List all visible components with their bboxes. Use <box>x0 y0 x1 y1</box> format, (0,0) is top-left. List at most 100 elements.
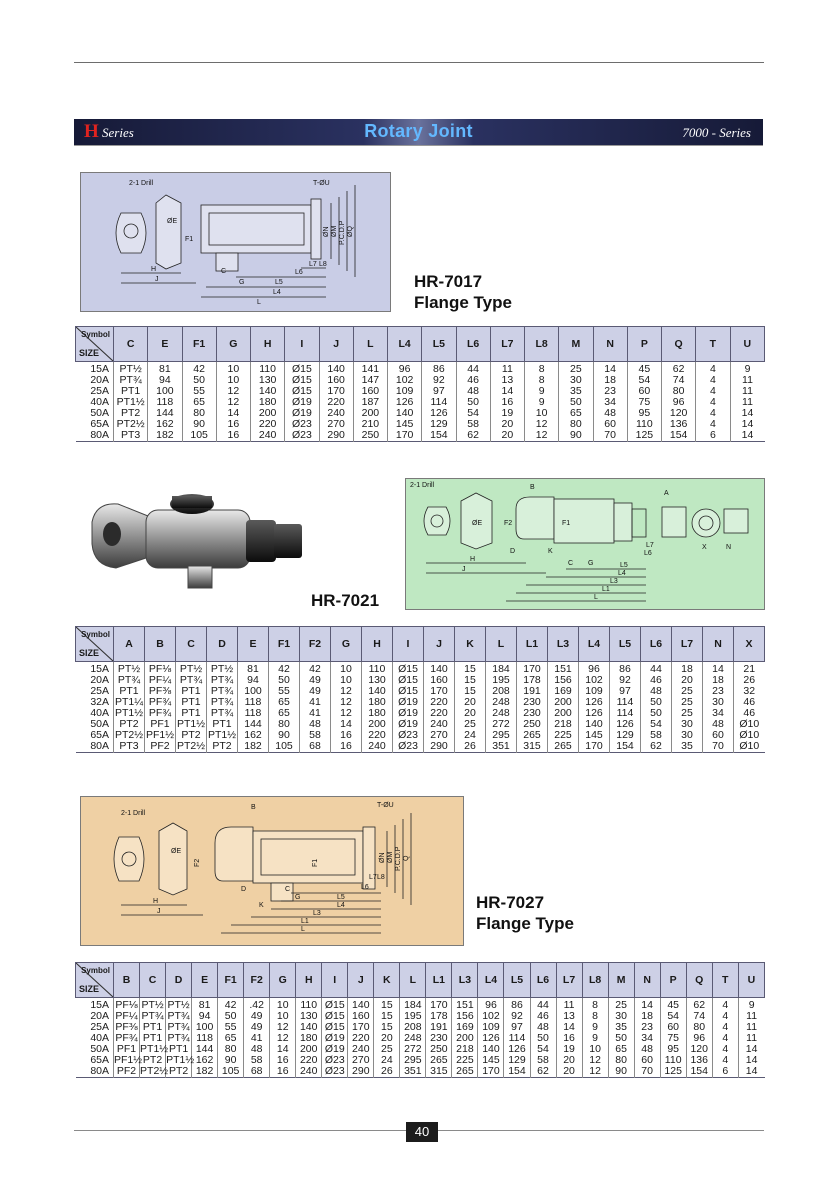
value-cell: 44 <box>455 361 491 375</box>
value-cell: 10 <box>581 1044 609 1055</box>
column-header: C <box>112 326 149 362</box>
column-header: K <box>454 626 486 662</box>
value-cell: 230 <box>425 1033 452 1044</box>
value-cell: 10 <box>269 997 296 1011</box>
value-cell: 62 <box>529 1066 557 1078</box>
hr7021-label-c: C <box>568 560 573 567</box>
hr7027-label-h: H <box>153 898 158 905</box>
value-cell: 220 <box>249 419 285 430</box>
value-cell: 25 <box>671 697 703 708</box>
value-cell: PT2½ <box>112 419 148 430</box>
banner-title: Rotary Joint <box>364 121 473 141</box>
value-cell: PT¾ <box>113 675 145 686</box>
value-cell: 145 <box>578 730 610 741</box>
size-cell: 80A <box>90 429 109 441</box>
value-cell: 225 <box>547 730 579 741</box>
hr7021-label-l1: L1 <box>602 586 610 593</box>
value-cell: 34 <box>633 1033 661 1044</box>
value-cell: 100 <box>237 686 269 697</box>
value-cell: 12 <box>215 397 251 408</box>
size-cell: 20A <box>90 374 109 386</box>
value-cell: 14 <box>555 1022 583 1033</box>
value-cell: 154 <box>421 430 456 442</box>
value-cell: 48 <box>455 386 491 397</box>
value-cell: Ø10 <box>733 719 765 730</box>
value-cell: 80 <box>217 1044 244 1055</box>
value-cell: 92 <box>421 375 456 386</box>
value-cell: PT1 <box>206 719 238 730</box>
value-cell: 46 <box>733 708 765 719</box>
size-cell: 50A <box>90 718 109 730</box>
value-cell: 49 <box>299 675 331 686</box>
size-cell: 65A <box>90 729 109 741</box>
value-cell: 240 <box>249 430 285 442</box>
value-cell: 178 <box>425 1011 452 1022</box>
column-header: L7 <box>555 962 583 998</box>
column-header: L <box>352 326 389 362</box>
value-cell: 11 <box>729 397 765 408</box>
value-cell: 60 <box>633 1055 661 1066</box>
value-cell: 12 <box>581 1066 609 1078</box>
value-cell: 141 <box>352 361 388 375</box>
value-cell: 9 <box>523 397 559 408</box>
value-cell: PT2½ <box>139 1065 169 1078</box>
value-cell: 44 <box>529 997 557 1011</box>
value-cell: 48 <box>592 408 628 419</box>
value-cell: 265 <box>451 1066 478 1078</box>
value-cell: PT1½ <box>139 1043 169 1055</box>
hr7021-label-l3: L3 <box>610 578 618 585</box>
value-cell: 68 <box>299 741 331 753</box>
column-header: J <box>347 962 375 998</box>
value-cell: 34 <box>702 708 734 719</box>
value-cell: PT¾ <box>165 1021 192 1033</box>
value-cell: 10 <box>523 408 559 419</box>
value-cell: 8 <box>523 361 559 375</box>
value-cell: 24 <box>454 730 486 741</box>
value-cell: 200 <box>249 408 285 419</box>
symbol-label: Symbol <box>81 630 110 639</box>
hr7017-label-l5: L5 <box>275 279 283 286</box>
value-cell: 154 <box>503 1066 530 1078</box>
value-cell: 4 <box>695 408 730 419</box>
value-cell: Ø19 <box>392 719 424 730</box>
hr7027-label-n: ØN <box>379 853 386 864</box>
value-cell: 130 <box>295 1011 322 1022</box>
column-header: E <box>191 962 219 998</box>
value-cell: 12 <box>330 708 362 719</box>
value-cell: PT1½ <box>112 397 148 408</box>
column-header: B <box>144 626 176 662</box>
value-cell: 225 <box>451 1055 478 1066</box>
value-cell: 114 <box>421 397 456 408</box>
value-cell: PF¾ <box>112 1032 140 1044</box>
value-cell: 50 <box>455 397 491 408</box>
value-cell: 21 <box>733 661 765 675</box>
value-cell: 118 <box>147 397 182 408</box>
value-cell: 110 <box>626 419 662 430</box>
value-cell: 19 <box>489 408 525 419</box>
column-header: T <box>711 962 739 998</box>
value-cell: 170 <box>516 661 548 675</box>
value-cell: 25 <box>607 997 635 1011</box>
hr7027-label-l1: L1 <box>301 918 309 925</box>
value-cell: 162 <box>237 730 269 741</box>
hr7021-drawing-svg: 2-1 Drill B A ØE F1 F2 D K H J C G L5 L4… <box>410 482 749 602</box>
value-cell: 272 <box>485 719 517 730</box>
value-cell: 10 <box>330 675 362 686</box>
value-cell: 270 <box>347 1055 374 1066</box>
hr7021-label-f2: F2 <box>504 520 512 527</box>
hr7017-label-g: G <box>239 279 244 286</box>
value-cell: PF⅜ <box>112 1021 140 1033</box>
value-cell: 145 <box>477 1055 504 1066</box>
value-cell: 23 <box>633 1022 661 1033</box>
value-cell: Ø15 <box>284 361 319 375</box>
value-cell: PT¾ <box>206 697 238 708</box>
hr7027-label-drill: 2-1 Drill <box>121 810 146 817</box>
value-cell: 90 <box>558 430 593 442</box>
page-number: 40 <box>406 1122 438 1142</box>
value-cell: 54 <box>455 408 491 419</box>
value-cell: 102 <box>477 1011 504 1022</box>
value-cell: PT2 <box>139 1055 166 1066</box>
